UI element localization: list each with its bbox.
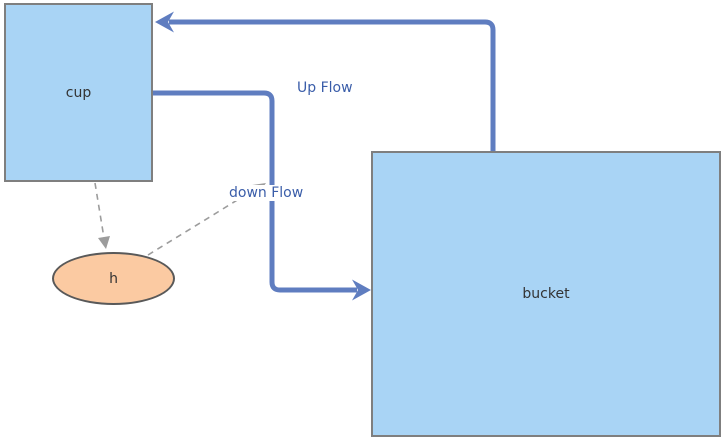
edge-label-up-flow: Up Flow bbox=[297, 80, 353, 96]
node-h-label: h bbox=[109, 270, 118, 287]
dashed-connector-cup-to-h bbox=[94, 182, 110, 249]
node-h-ellipse: h bbox=[52, 252, 175, 305]
node-cup-label: cup bbox=[65, 84, 92, 101]
node-bucket-label: bucket bbox=[522, 286, 570, 302]
node-cup: cup bbox=[4, 3, 153, 182]
node-bucket: bucket bbox=[371, 151, 721, 437]
edge-label-down-flow: down Flow bbox=[228, 185, 305, 201]
